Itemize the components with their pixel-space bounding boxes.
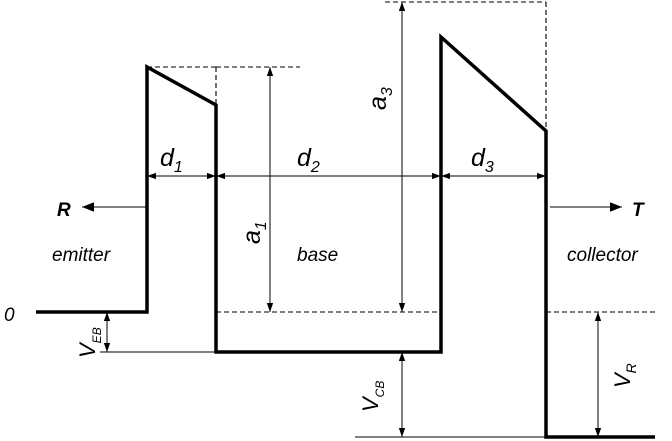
right-direction-label: T bbox=[632, 200, 645, 221]
d2-label: d2 bbox=[297, 144, 320, 176]
d1-label: d1 bbox=[160, 144, 183, 176]
base-label: base bbox=[297, 245, 338, 266]
left-direction-label: R bbox=[57, 200, 71, 221]
vcb-label: VCB bbox=[358, 381, 387, 412]
a3-label: a3 bbox=[364, 87, 396, 110]
collector-label: collector bbox=[567, 245, 638, 266]
d3-label: d3 bbox=[471, 144, 494, 176]
emitter-label: emitter bbox=[52, 245, 111, 266]
potential-profile-line bbox=[36, 33, 655, 439]
zero-level-label: 0 bbox=[4, 305, 15, 326]
vr-label: VR bbox=[610, 363, 639, 388]
veb-label: VEB bbox=[75, 327, 104, 358]
a1-label: a1 bbox=[238, 221, 270, 244]
